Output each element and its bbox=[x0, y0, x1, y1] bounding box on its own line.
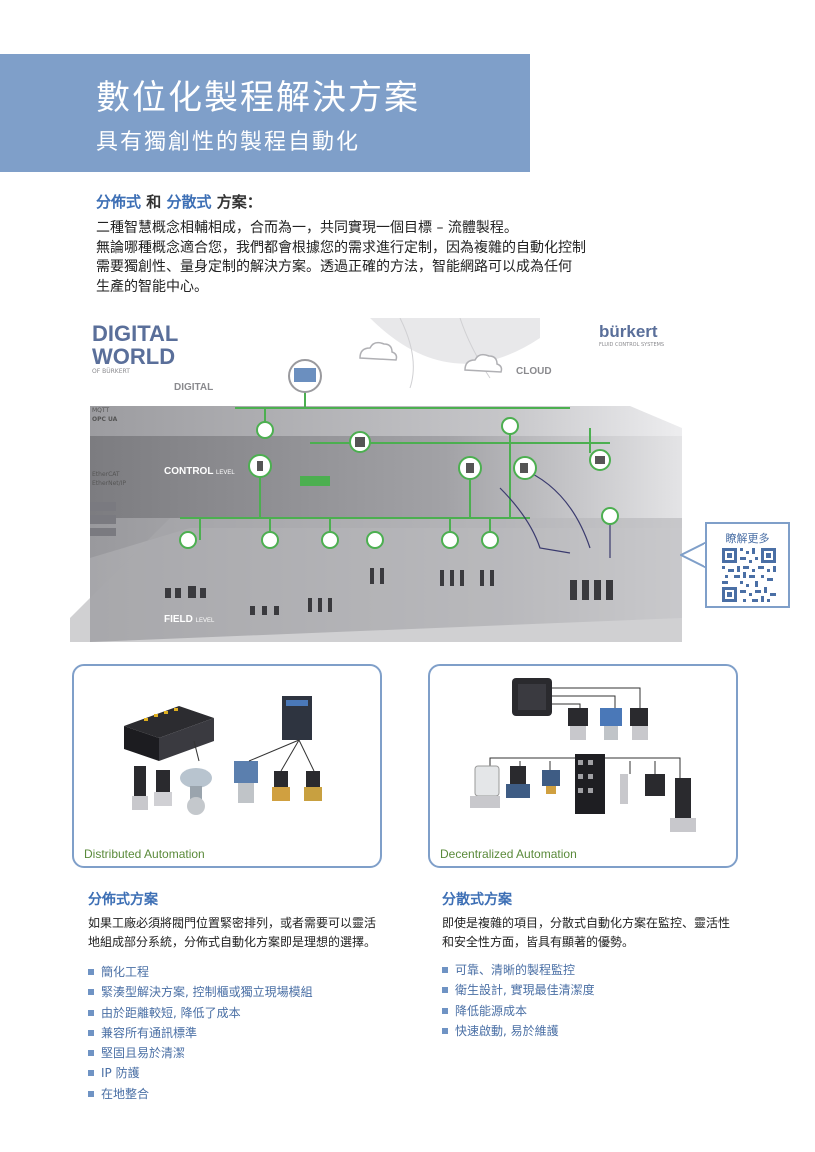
qr-code-box[interactable]: 瞭解更多 bbox=[705, 522, 790, 608]
burkert-logo: bürkert bbox=[599, 322, 658, 341]
heading-and: 和 bbox=[141, 193, 167, 211]
body-line: 地組成部分系統，分佈式自動化方案即是理想的選擇。 bbox=[88, 935, 377, 949]
list-item: 在地整合 bbox=[88, 1084, 313, 1104]
card-caption: Distributed Automation bbox=[84, 847, 205, 861]
brand-sub: OF BÜRKERT bbox=[92, 368, 130, 375]
globe-shape bbox=[370, 318, 540, 364]
list-item: 快速啟動, 易於維護 bbox=[442, 1021, 595, 1041]
list-item: 降低能源成本 bbox=[442, 1001, 595, 1021]
digital-world-brand: DIGITAL WORLD bbox=[92, 322, 178, 368]
list-item: 堅固且易於清潔 bbox=[88, 1043, 313, 1063]
heading-suffix: 方案： bbox=[211, 193, 262, 211]
device-glyphs bbox=[257, 437, 605, 473]
heading-distributed: 分佈式 bbox=[96, 193, 142, 211]
distributed-title: 分佈式方案 bbox=[88, 892, 158, 908]
list-item: 簡化工程 bbox=[88, 962, 313, 982]
list-item: IP 防護 bbox=[88, 1063, 313, 1083]
level-word: LEVEL bbox=[216, 470, 235, 476]
decentralized-title: 分散式方案 bbox=[442, 892, 512, 908]
body-line: 和安全性方面，皆具有顯著的優勢。 bbox=[442, 935, 635, 949]
decentralized-automation-card: Decentralized Automation bbox=[428, 664, 738, 868]
card-caption: Decentralized Automation bbox=[440, 847, 577, 861]
intro-line: 需要獨創性、量身定制的解決方案。透過正確的方法，智能網路可以成為任何 bbox=[96, 259, 572, 275]
body-line: 即使是複雜的項目，分散式自動化方案在監控、靈活性 bbox=[442, 916, 731, 930]
intro-line: 無論哪種概念適合您，我們都會根據您的需求進行定制，因為複雜的自動化控制 bbox=[96, 239, 586, 256]
digital-level-label: DIGITAL bbox=[174, 382, 214, 393]
field-devices bbox=[165, 568, 613, 615]
cloud-level-label: CLOUD bbox=[516, 366, 552, 377]
qr-code-icon bbox=[722, 548, 776, 602]
distributed-benefits-list: 簡化工程 緊湊型解決方案, 控制櫃或獨立現場模組 由於距離較短, 降低了成本 兼… bbox=[88, 962, 313, 1104]
protocol-list: EtherCAT EtherNet/IP bbox=[92, 470, 126, 488]
title-band: 數位化製程解決方案 具有獨創性的製程自動化 bbox=[0, 54, 530, 172]
list-item: 衛生設計, 實現最佳清潔度 bbox=[442, 980, 595, 1000]
control-word: CONTROL bbox=[164, 466, 214, 477]
protocol-list: MQTT OPC UA bbox=[92, 406, 117, 424]
control-level-label: CONTROL LEVEL bbox=[164, 466, 235, 477]
decentralized-products-image bbox=[470, 678, 696, 832]
digital-world-diagram: DIGITAL WORLD OF BÜRKERT bürkert FLUID C… bbox=[70, 318, 682, 642]
level-word: LEVEL bbox=[195, 618, 215, 624]
distributed-body: 如果工廠必須將閥門位置緊密排列，或者需要可以靈活 地組成部分系統，分佈式自動化方… bbox=[88, 914, 376, 952]
intro-paragraph: 二種智慧概念相輔相成，合而為一，共同實現一個目標 – 流體製程。 無論哪種概念適… bbox=[96, 219, 696, 297]
logo-sub: FLUID CONTROL SYSTEMS bbox=[599, 342, 665, 348]
list-item: 緊湊型解決方案, 控制櫃或獨立現場模組 bbox=[88, 982, 313, 1002]
speech-tail-icon bbox=[680, 540, 708, 570]
decentralized-body: 即使是複雜的項目，分散式自動化方案在監控、靈活性 和安全性方面，皆具有顯著的優勢… bbox=[442, 914, 730, 952]
intro-line: 二種智慧概念相輔相成，合而為一，共同實現一個目標 – 流體製程。 bbox=[96, 220, 518, 236]
page-title: 數位化製程解決方案 bbox=[96, 78, 420, 118]
cloud-icon bbox=[359, 341, 503, 373]
decentralized-benefits-list: 可靠、清晰的製程監控 衛生設計, 實現最佳清潔度 降低能源成本 快速啟動, 易於… bbox=[442, 960, 595, 1041]
brand-line: WORLD bbox=[92, 344, 176, 369]
section-heading: 分佈式 和 分散式 方案： bbox=[96, 191, 262, 212]
monitor-icon bbox=[288, 359, 322, 393]
protocol-label: MQTT bbox=[92, 407, 110, 414]
page-subtitle: 具有獨創性的製程自動化 bbox=[96, 130, 361, 155]
body-line: 如果工廠必須將閥門位置緊密排列，或者需要可以靈活 bbox=[88, 916, 377, 930]
protocol-tiles bbox=[90, 476, 330, 536]
heading-decentralized: 分散式 bbox=[166, 193, 212, 211]
list-item: 兼容所有通訊標準 bbox=[88, 1023, 313, 1043]
distributed-products-image bbox=[124, 696, 322, 815]
distributed-automation-card: Distributed Automation bbox=[72, 664, 382, 868]
list-item: 可靠、清晰的製程監控 bbox=[442, 960, 595, 980]
field-level-label: FIELD LEVEL bbox=[164, 614, 214, 625]
protocol-label: EtherNet/IP bbox=[92, 480, 127, 487]
list-item: 由於距離較短, 降低了成本 bbox=[88, 1003, 313, 1023]
field-word: FIELD bbox=[164, 614, 193, 625]
qr-label: 瞭解更多 bbox=[725, 532, 770, 545]
protocol-label: OPC UA bbox=[92, 416, 118, 423]
protocol-label: EtherCAT bbox=[92, 471, 120, 478]
intro-line: 生產的智能中心。 bbox=[96, 278, 208, 295]
brand-line: DIGITAL bbox=[92, 321, 179, 346]
